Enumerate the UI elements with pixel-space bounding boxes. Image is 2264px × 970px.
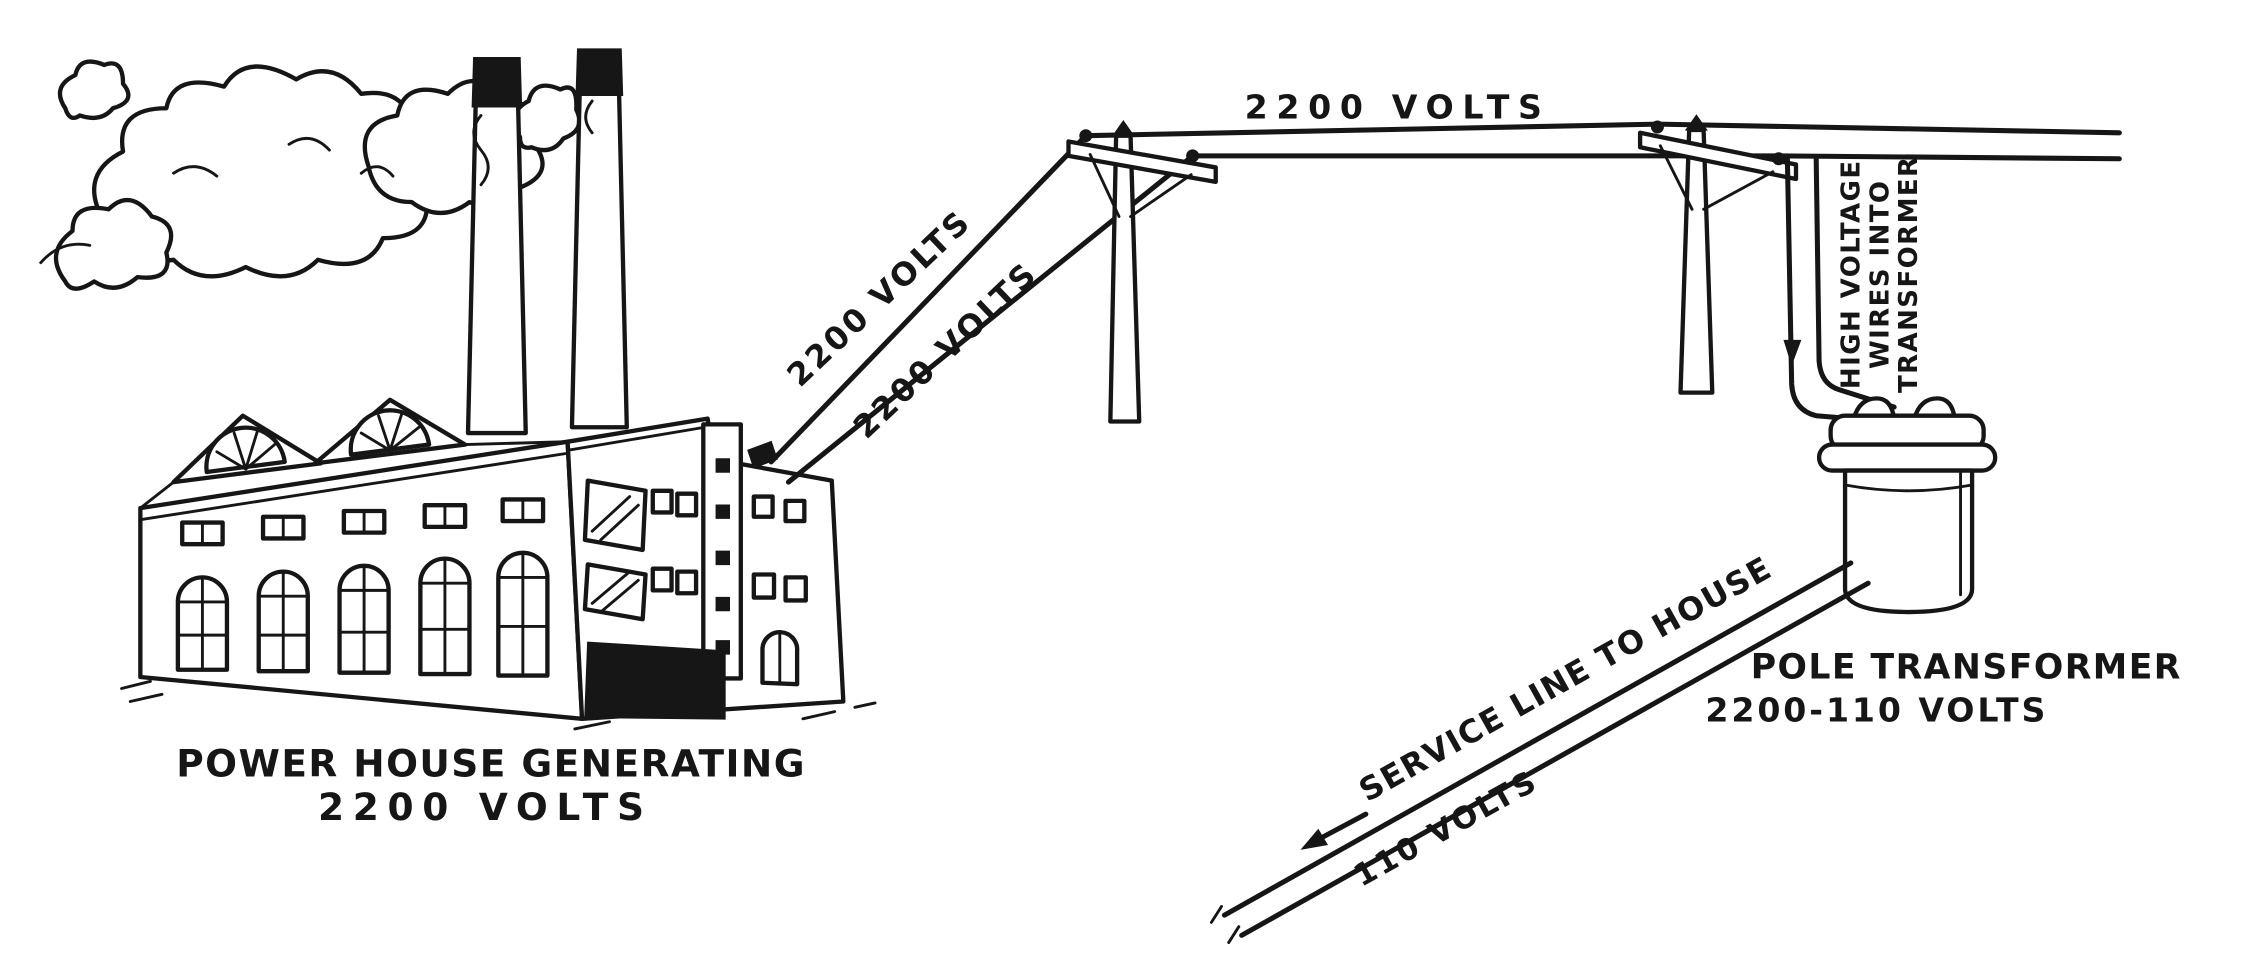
insulator: [1186, 149, 1200, 163]
smoke-puff: [512, 83, 582, 153]
down-arrow-icon: [1783, 339, 1802, 366]
insulator: [1650, 120, 1664, 134]
label-power-house-1: POWER HOUSE GENERATING: [176, 742, 806, 786]
fan-window-rays: [359, 412, 421, 452]
smoke-puff: [53, 198, 174, 291]
right-smokestack-cap: [575, 48, 624, 96]
transformer-rim: [1816, 442, 1998, 473]
crossarm: [1066, 139, 1218, 185]
flow-arrow-icon: [1300, 828, 1329, 850]
transformer-drop-wires: [1783, 153, 1897, 423]
left-smokestack-cap: [471, 57, 523, 108]
insulator: [1079, 129, 1093, 143]
roof-gables: [138, 397, 570, 510]
window-mullions: [418, 558, 471, 676]
label-service-line: SERVICE LINE TO HOUSE: [1353, 550, 1778, 809]
utility-pole-1: [1066, 119, 1218, 424]
label-power-house-2: 2200 VOLTS: [318, 785, 653, 829]
drop-wire: [1813, 156, 1897, 410]
small-window: [650, 488, 699, 596]
label-high-voltage-3: TRANSFORMER: [1894, 155, 1924, 393]
pole: [1678, 127, 1715, 395]
left-smokestack: [465, 58, 528, 436]
wire-end-ticks: [1209, 905, 1241, 945]
parapet-line: [566, 425, 707, 452]
utility-pole-2: [1637, 114, 1799, 395]
skylight-window: [582, 478, 648, 553]
window-mullions: [338, 565, 391, 675]
label-pole-transformer-2: 2200-110 VOLTS: [1705, 691, 2048, 730]
skylight-window: [582, 562, 648, 622]
pole-top: [1684, 114, 1708, 131]
cornice-line: [138, 451, 570, 522]
smoke-texture: [39, 136, 395, 265]
drop-wire: [1784, 153, 1871, 423]
insulator: [1772, 152, 1786, 166]
service-wire: [1239, 580, 1871, 938]
small-window: [751, 494, 808, 603]
right-smokestack: [569, 49, 629, 430]
wire-upper: [768, 121, 2122, 465]
crossarm-braces: [1088, 153, 1193, 218]
transformer-tank: [1842, 468, 1975, 615]
fan-window-rays: [215, 430, 277, 471]
roof-edge: [138, 440, 570, 510]
label-high-voltage-2: WIRES INTO: [1865, 180, 1895, 369]
upper-windows: [180, 497, 546, 547]
service-line: [1209, 560, 1871, 945]
pole-transformer: [1816, 396, 1998, 615]
crossarm: [1637, 130, 1799, 182]
pole: [1108, 133, 1142, 424]
power-house: [120, 397, 877, 731]
label-pole-transformer-1: POLE TRANSFORMER: [1751, 647, 2182, 687]
crossarm-braces: [1658, 144, 1775, 211]
ground-hatching: [120, 679, 877, 731]
arched-windows: [175, 550, 550, 678]
fan-window: [204, 425, 287, 475]
pilaster-blocks: [715, 458, 730, 655]
flow-arrow-tail: [1320, 811, 1369, 840]
smokestacks: [465, 48, 629, 436]
transmission-wires: [768, 121, 2122, 485]
service-wire: [1221, 560, 1854, 918]
label-line-top: 2200 VOLTS: [1245, 87, 1551, 126]
window-mullions: [176, 577, 229, 672]
pole-top: [1111, 119, 1135, 137]
wire-lower: [785, 153, 2122, 485]
end-wall-details: [582, 422, 808, 720]
window-mullions: [496, 552, 549, 677]
skylight-glazing: [590, 570, 640, 614]
window-mullions: [257, 571, 310, 673]
tank-seam: [1843, 472, 1974, 597]
skylight-glazing: [590, 495, 640, 542]
fan-window: [348, 408, 432, 457]
doorway-opening: [584, 641, 726, 720]
smoke-puff: [57, 59, 131, 121]
smoke-wisps: [472, 99, 594, 187]
label-high-voltage-1: HIGH VOLTAGE: [1836, 159, 1866, 389]
